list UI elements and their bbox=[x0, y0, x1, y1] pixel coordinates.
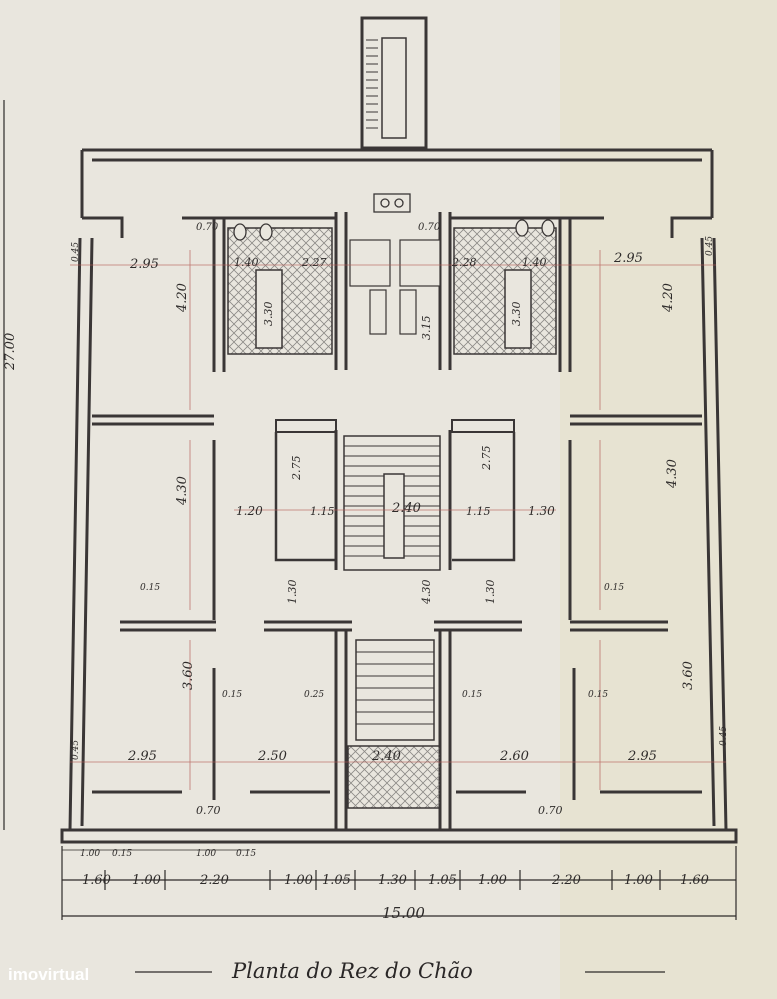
bottom-dim-2: 1.00 bbox=[132, 873, 161, 888]
hall-left-width-2: 1.15 bbox=[310, 505, 335, 518]
back-left-depth: 3.60 bbox=[181, 661, 196, 690]
bottom-dim-10: 1.00 bbox=[624, 873, 653, 888]
back-left-width: 2.95 bbox=[127, 749, 157, 764]
watermark-logo: imovirtual bbox=[8, 965, 89, 984]
closet-right-depth: 2.75 bbox=[480, 446, 493, 472]
small-dim-4: 0.15 bbox=[236, 849, 256, 859]
bottom-dim-8: 1.00 bbox=[478, 873, 507, 888]
wet-areas bbox=[227, 227, 557, 809]
overall-dimension-lines bbox=[3, 100, 737, 920]
stair-width: 2.40 bbox=[391, 501, 421, 516]
wall-label-45d: 0.45 bbox=[719, 726, 729, 746]
door-top-right: 0.70 bbox=[418, 222, 441, 233]
hall-left-depth: 1.30 bbox=[286, 580, 299, 605]
wall-label-15d: 0.15 bbox=[462, 690, 482, 700]
bottom-dim-7: 1.05 bbox=[428, 873, 457, 888]
wall-label-45a: 0.45 bbox=[71, 242, 81, 262]
rear-stair bbox=[360, 16, 428, 150]
bottom-dim-3: 2.20 bbox=[199, 873, 229, 888]
bath-left-width: 1.40 bbox=[234, 256, 259, 269]
door-left-width: 0.70 bbox=[196, 804, 221, 817]
hall-right-width: 1.15 bbox=[466, 505, 491, 518]
fixtures bbox=[233, 193, 555, 241]
main-stair bbox=[343, 435, 441, 741]
closet-left-depth: 2.75 bbox=[290, 456, 303, 482]
door-top-left: 0.70 bbox=[196, 222, 219, 233]
bottom-dim-6: 1.30 bbox=[378, 873, 407, 888]
back-right2-width: 2.60 bbox=[499, 749, 529, 764]
back-right-width: 2.95 bbox=[627, 749, 657, 764]
drawing-title: Planta do Rez do Chão bbox=[231, 959, 473, 983]
small-dim-3: 1.00 bbox=[196, 849, 216, 859]
bottom-dim-5: 1.05 bbox=[322, 873, 351, 888]
bottom-dim-11: 1.60 bbox=[680, 873, 709, 888]
bath-left-length: 3.30 bbox=[262, 302, 275, 327]
wall-label-15e: 0.15 bbox=[588, 690, 608, 700]
misc-dim-315: 3.15 bbox=[420, 316, 433, 341]
dimension-guides bbox=[70, 250, 726, 790]
entry-width: 2.40 bbox=[371, 749, 401, 764]
wall-label-45c: 0.45 bbox=[71, 740, 81, 760]
wall-label-15c: 0.15 bbox=[222, 690, 242, 700]
wall-label-15a: 0.15 bbox=[140, 583, 160, 593]
wall-label-25a: 0.25 bbox=[304, 690, 324, 700]
overall-width-label: 15.00 bbox=[382, 904, 425, 922]
small-dim-2: 0.15 bbox=[112, 849, 132, 859]
bottom-dim-9: 2.20 bbox=[551, 873, 581, 888]
bath-right-width: 1.40 bbox=[522, 256, 547, 269]
paper-stain bbox=[560, 0, 777, 999]
small-dim-1: 1.00 bbox=[80, 849, 100, 859]
bottom-dim-1: 1.60 bbox=[82, 873, 111, 888]
hall-right-depth: 1.30 bbox=[484, 580, 497, 605]
right-mid-depth: 4.30 bbox=[665, 459, 680, 489]
bath-right-length: 3.30 bbox=[510, 302, 523, 327]
interior-walls bbox=[92, 212, 702, 830]
back-right-depth: 3.60 bbox=[681, 661, 696, 690]
overall-depth-label: 27.00 bbox=[3, 333, 18, 371]
left-front-depth: 4.20 bbox=[175, 283, 190, 313]
left-front-width: 2.95 bbox=[129, 257, 159, 272]
door-right-width: 0.70 bbox=[538, 804, 563, 817]
bottom-dim-4: 1.00 bbox=[284, 873, 313, 888]
right-front-width: 2.95 bbox=[613, 251, 643, 266]
wall-label-45b: 0.45 bbox=[705, 236, 715, 256]
right-front-depth: 4.20 bbox=[661, 283, 676, 313]
hall-right-width-2: 1.30 bbox=[528, 504, 555, 518]
wall-label-15b: 0.15 bbox=[604, 583, 624, 593]
kitchen-right-width: 2.28 bbox=[451, 256, 477, 269]
outer-walls bbox=[60, 148, 738, 844]
kitchen-left-width: 2.27 bbox=[301, 256, 327, 269]
hall-center-depth: 4.30 bbox=[420, 580, 433, 606]
left-mid-depth: 4.30 bbox=[175, 476, 190, 506]
back-left2-width: 2.50 bbox=[257, 749, 287, 764]
hall-left-width: 1.20 bbox=[236, 504, 263, 518]
